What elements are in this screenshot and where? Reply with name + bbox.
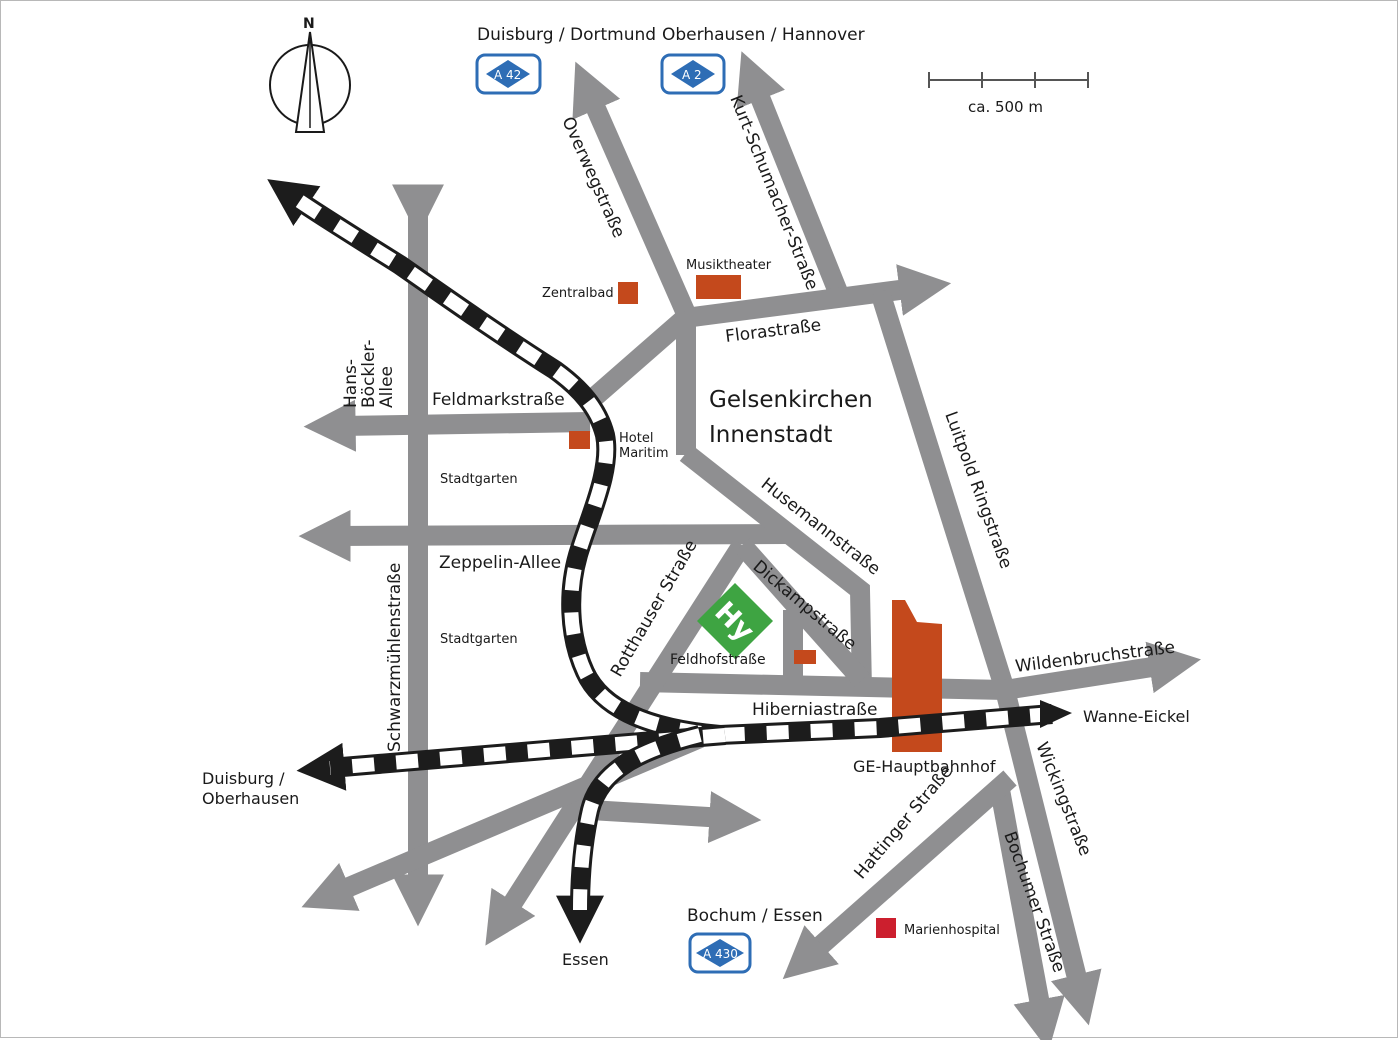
- district-name-line1: Gelsenkirchen: [709, 387, 873, 413]
- scale-bar: ca. 500 m: [928, 72, 1089, 116]
- hotel-maritim-building: [569, 431, 590, 449]
- label-stadtgarten-north: Stadtgarten: [440, 472, 518, 487]
- label-hans-boeckler-1: Hans-: [341, 359, 361, 408]
- label-duisburg-line2: Oberhausen: [202, 789, 299, 808]
- railway-northwest: [267, 179, 1053, 746]
- label-zeppelin-allee: Zeppelin-Allee: [439, 553, 561, 573]
- road-rotthauser-strasse: [485, 539, 751, 946]
- road-kurt-schumacher-strasse: [736, 51, 848, 296]
- road-zeppelin-allee: [298, 509, 791, 562]
- label-duisburg-line1: Duisburg /: [202, 769, 285, 788]
- district-name-line2: Innenstadt: [709, 422, 832, 448]
- highway-a2-label: A 2: [682, 68, 702, 82]
- road-hiberniastrasse: [639, 641, 1201, 701]
- label-wanne-eickel: Wanne-Eickel: [1083, 707, 1190, 726]
- highway-a2-destination: Oberhausen / Hannover: [662, 25, 865, 45]
- musiktheater-building: [696, 275, 741, 299]
- label-hiberniastrasse: Hiberniastraße: [752, 700, 877, 720]
- label-hans-boeckler-3: Allee: [377, 366, 397, 408]
- highway-a430-label: A 430: [703, 947, 738, 961]
- label-zentralbad: Zentralbad: [542, 286, 614, 301]
- feldhof-building: [794, 650, 816, 664]
- road-south-east-short: [589, 791, 762, 844]
- road-overwegstrasse: [572, 61, 698, 323]
- railway-east-arrow: [1040, 700, 1072, 728]
- label-marienhospital: Marienhospital: [904, 923, 1000, 938]
- highway-a430: Bochum / Essen A 430: [687, 906, 823, 974]
- road-network: [298, 51, 1201, 1040]
- road-bochumer-strasse: [990, 788, 1065, 1040]
- hy-logo: Hy: [697, 583, 773, 659]
- highway-a42-destination: Duisburg / Dortmund: [477, 25, 656, 45]
- label-stadtgarten-south: Stadtgarten: [440, 632, 518, 647]
- label-hans-boeckler-2: Böckler-: [359, 340, 379, 408]
- label-musiktheater: Musiktheater: [686, 258, 772, 273]
- highway-a2: Oberhausen / Hannover A 2: [660, 25, 865, 95]
- label-hotel-line2: Maritim: [619, 446, 669, 461]
- highway-a42: Duisburg / Dortmund A 42: [475, 25, 656, 95]
- railway-essen-stripes: [573, 728, 702, 911]
- label-feldmarkstrasse: Feldmarkstraße: [432, 390, 565, 410]
- compass-rose: N: [269, 16, 351, 133]
- label-schwarzmuehlenstrasse: Schwarzmühlenstraße: [385, 563, 405, 752]
- label-hauptbahnhof: GE-Hauptbahnhof: [853, 757, 996, 776]
- road-hattinger-strasse: [782, 770, 1017, 980]
- railways: [267, 179, 1072, 944]
- label-hotel-line1: Hotel: [619, 431, 653, 446]
- road-feldmark-diagonal: [575, 310, 692, 416]
- marienhospital-marker: [876, 918, 896, 938]
- label-feldhofstrasse: Feldhofstraße: [670, 652, 766, 668]
- label-essen: Essen: [562, 950, 609, 969]
- compass-north-label: N: [303, 16, 315, 32]
- hy-logo-diamond: [697, 583, 773, 659]
- road-florastrasse: [683, 264, 952, 328]
- scale-label: ca. 500 m: [968, 98, 1043, 116]
- road-husemannstrasse: [679, 445, 872, 691]
- zentralbad-building: [618, 282, 638, 304]
- highway-a430-destination: Bochum / Essen: [687, 906, 823, 926]
- road-feldmarkstrasse: [303, 399, 591, 452]
- highway-a42-label: A 42: [494, 68, 521, 82]
